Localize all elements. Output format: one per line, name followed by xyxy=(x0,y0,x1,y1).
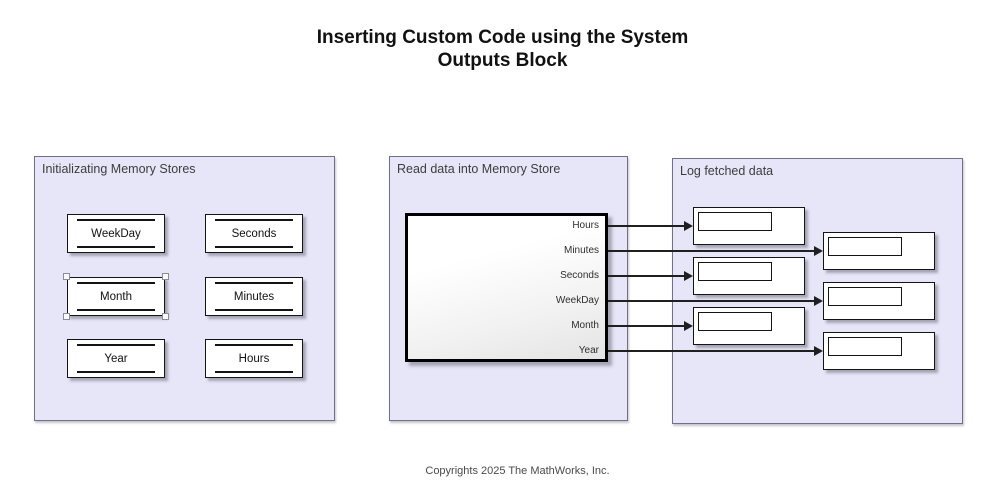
model-title-line1: Inserting Custom Code using the System xyxy=(316,27,689,48)
selection-handle[interactable] xyxy=(63,313,70,320)
output-port-label: Seconds xyxy=(560,270,599,281)
area-label: Log fetched data xyxy=(680,164,774,178)
signal-wire-minutes[interactable] xyxy=(608,250,815,252)
output-port-label: Hours xyxy=(572,220,599,231)
display-block-year[interactable] xyxy=(823,332,935,370)
data-store-block-weekday[interactable]: WeekDay xyxy=(67,214,165,253)
display-block-hours[interactable] xyxy=(693,207,805,245)
selection-handle[interactable] xyxy=(162,313,169,320)
display-block-weekday[interactable] xyxy=(823,282,935,320)
copyright-annotation: Copyrights 2025 The MathWorks, Inc. xyxy=(425,465,610,477)
block-label: Hours xyxy=(238,352,270,365)
block-label: Month xyxy=(100,290,132,303)
signal-wire-seconds[interactable] xyxy=(608,275,685,277)
data-store-block-minutes[interactable]: Minutes xyxy=(205,277,303,316)
model-title-line2: Outputs Block xyxy=(437,50,568,71)
selection-handle[interactable] xyxy=(162,273,169,280)
wire-arrowhead-icon xyxy=(814,246,823,256)
display-value xyxy=(828,337,902,356)
selection-handle[interactable] xyxy=(63,273,70,280)
block-label: WeekDay xyxy=(91,227,141,240)
area-label: Read data into Memory Store xyxy=(397,162,561,176)
output-port-label: WeekDay xyxy=(555,295,599,306)
wire-arrowhead-icon xyxy=(684,221,693,231)
model-title: Inserting Custom Code using the System O… xyxy=(8,26,989,72)
data-store-block-month-selected[interactable]: Month xyxy=(53,273,179,320)
signal-wire-hours[interactable] xyxy=(608,225,685,227)
block-label: Seconds xyxy=(231,227,277,240)
data-store-block-year[interactable]: Year xyxy=(67,339,165,378)
display-value xyxy=(698,312,772,331)
display-block-minutes[interactable] xyxy=(823,232,935,270)
wire-arrowhead-icon xyxy=(814,296,823,306)
wire-arrowhead-icon xyxy=(814,346,823,356)
subsystem-block-read-data[interactable]: Hours Minutes Seconds WeekDay Month Year xyxy=(405,213,608,362)
display-block-seconds[interactable] xyxy=(693,257,805,295)
signal-wire-month[interactable] xyxy=(608,325,685,327)
wire-arrowhead-icon xyxy=(684,321,693,331)
block-label: Minutes xyxy=(233,290,275,303)
output-port-label: Minutes xyxy=(563,245,599,256)
display-value xyxy=(828,237,902,256)
block-label: Year xyxy=(104,352,128,365)
wire-arrowhead-icon xyxy=(684,271,693,281)
area-label: Initializating Memory Stores xyxy=(42,162,196,176)
data-store-block-hours[interactable]: Hours xyxy=(205,339,303,378)
display-value xyxy=(698,262,772,281)
data-store-block-seconds[interactable]: Seconds xyxy=(205,214,303,253)
display-block-month[interactable] xyxy=(693,307,805,345)
signal-wire-weekday[interactable] xyxy=(608,300,815,302)
output-port-label: Year xyxy=(578,345,599,356)
display-value xyxy=(698,212,772,231)
signal-wire-year[interactable] xyxy=(608,350,815,352)
display-value xyxy=(828,287,902,306)
output-port-label: Month xyxy=(571,320,599,331)
